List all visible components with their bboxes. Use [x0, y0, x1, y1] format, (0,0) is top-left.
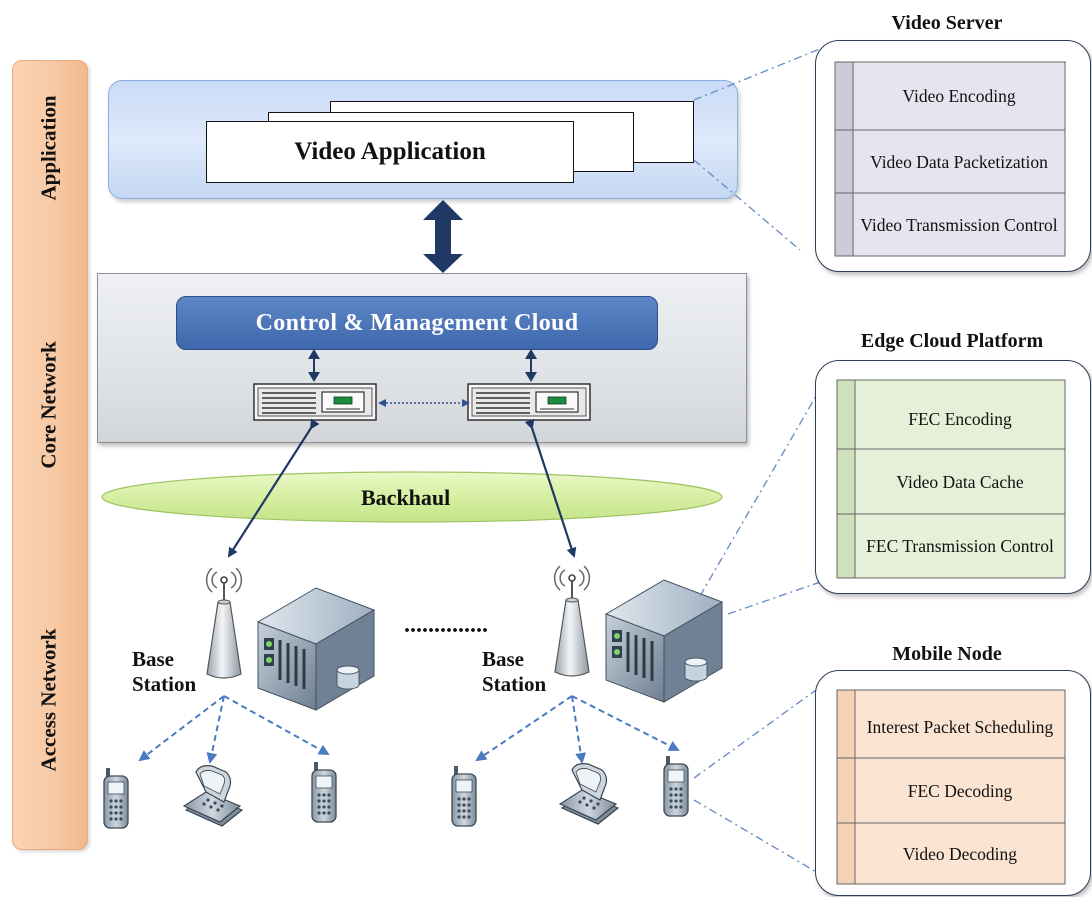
cloud-rack-arrow-left [308, 349, 320, 382]
wireless-links-left [138, 695, 330, 764]
callout-lines [693, 43, 833, 881]
layer-bar [12, 60, 88, 850]
edge-cloud-layer-2: Video Data Cache [896, 471, 1024, 492]
cloud-rack-arrow-right [525, 349, 537, 382]
base-station-label-left-line1: Base [132, 647, 174, 671]
video-server-layer-2: Video Data Packetization [870, 151, 1048, 172]
base-station-label-right: Base Station [482, 647, 546, 697]
video-server-layer-3: Video Transmission Control [860, 214, 1058, 235]
edge-cloud-layer-3: FEC Transmission Control [866, 536, 1054, 556]
rack-interlink [378, 399, 470, 407]
more-base-stations-ellipsis: .............. [404, 612, 488, 638]
mobile-node-layer-1: Interest Packet Scheduling [866, 717, 1054, 737]
video-server-layer-1: Video Encoding [902, 86, 1016, 106]
base-station-label-left: Base Station [132, 647, 196, 697]
edge-cloud-layer-1: FEC Encoding [908, 408, 1012, 429]
base-station-label-left-line2: Station [132, 672, 197, 696]
video-server-title: Video Server [891, 12, 1003, 34]
edge-cloud-title: Edge Cloud Platform [860, 330, 1044, 352]
control-management-cloud: Control & Management Cloud [176, 296, 658, 350]
app-core-double-arrow [423, 200, 463, 273]
base-station-label-right-line2: Station [482, 672, 547, 696]
mobile-node-layer-3: Video Decoding [902, 843, 1018, 864]
backhaul-link-left [227, 418, 320, 558]
backhaul-link-right [524, 418, 577, 558]
wireless-links-right [475, 695, 680, 764]
backhaul-label: Backhaul [361, 485, 451, 510]
mobile-node-layer-2: FEC Decoding [907, 780, 1013, 801]
video-application-card: Video Application [206, 121, 574, 183]
mobile-node-title: Mobile Node [892, 643, 1002, 665]
base-station-label-right-line1: Base [482, 647, 524, 671]
